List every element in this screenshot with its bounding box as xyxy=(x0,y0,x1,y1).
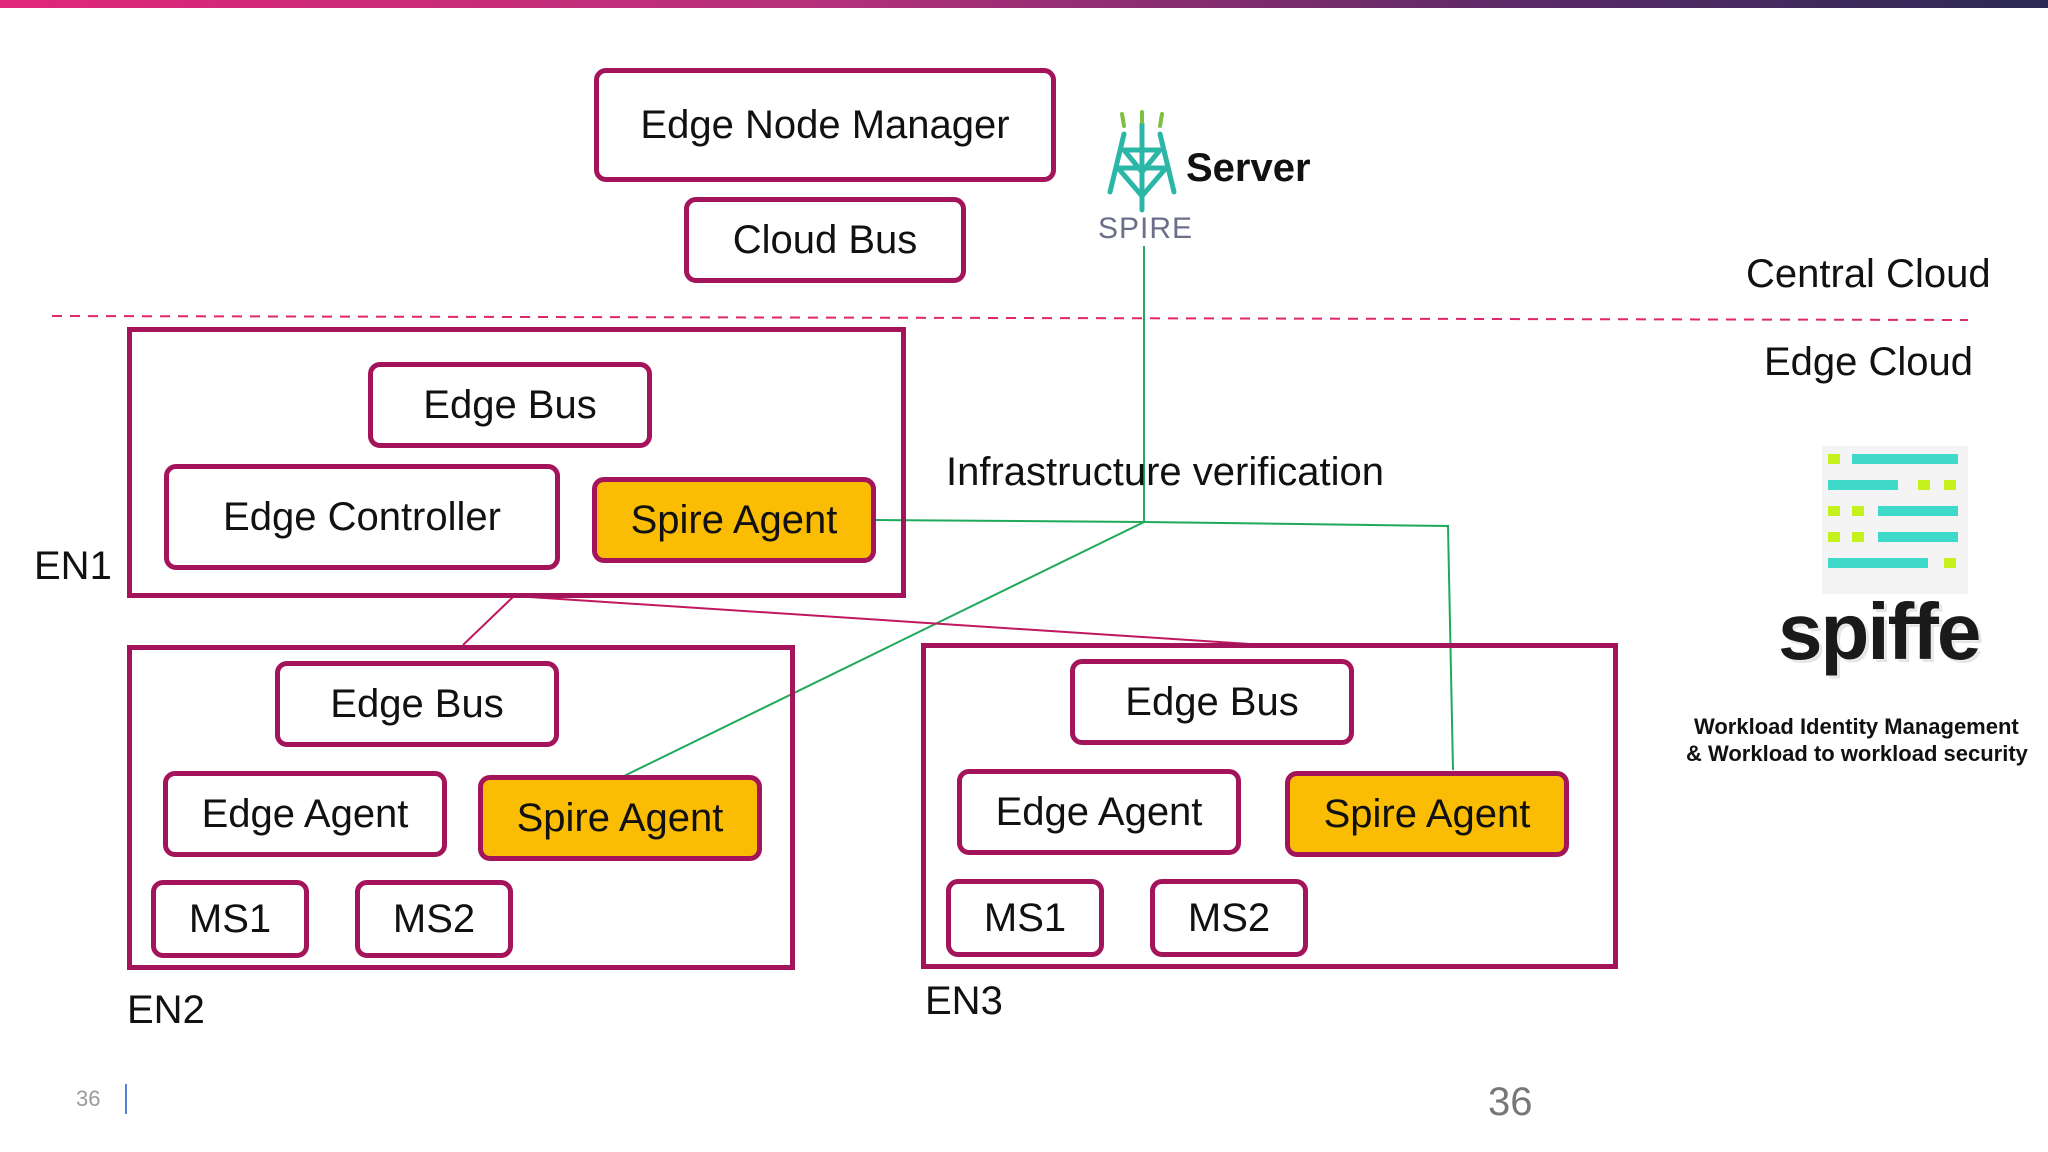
footer-divider xyxy=(125,1084,127,1114)
en2-edge-agent-box: Edge Agent xyxy=(163,771,447,857)
en3-edge-agent-box: Edge Agent xyxy=(957,769,1241,855)
spiffe-caption-line1: Workload Identity Management xyxy=(1694,714,2019,739)
edge-cloud-label: Edge Cloud xyxy=(1764,340,1974,384)
en3-spire-agent-box: Spire Agent xyxy=(1285,771,1569,857)
edge-node-manager-box: Edge Node Manager xyxy=(594,68,1056,182)
spire-tower-icon xyxy=(1107,110,1177,213)
en2-frame xyxy=(127,645,795,970)
en2-edge-bus-box: Edge Bus xyxy=(275,661,559,747)
slide-page-number: 36 xyxy=(1488,1080,1533,1124)
en1-edge-bus-box: Edge Bus xyxy=(368,362,652,448)
en3-label: EN3 xyxy=(925,979,1003,1023)
en1-en2-link xyxy=(462,595,515,646)
en2-ms2-box: MS2 xyxy=(355,880,513,958)
top-accent-bar xyxy=(0,0,2048,8)
spiffe-caption-line2: & Workload to workload security xyxy=(1686,741,2028,766)
en3-frame xyxy=(921,643,1618,969)
en1-agent-link xyxy=(873,519,1454,771)
en1-label: EN1 xyxy=(34,544,112,588)
spire-logo-text: SPIRE xyxy=(1098,212,1194,245)
en2-ms1-box: MS1 xyxy=(151,880,309,958)
en3-ms2-box: MS2 xyxy=(1150,879,1308,957)
cloud-edge-divider xyxy=(51,315,1969,321)
en3-ms1-box: MS1 xyxy=(946,879,1104,957)
en2-label: EN2 xyxy=(127,988,205,1032)
en1-frame xyxy=(127,327,906,598)
en1-edge-controller-box: Edge Controller xyxy=(164,464,560,570)
en2-agent-link xyxy=(621,521,1145,778)
en1-spire-agent-box: Spire Agent xyxy=(592,477,876,563)
en3-edge-bus-box: Edge Bus xyxy=(1070,659,1354,745)
infrastructure-verification-label: Infrastructure verification xyxy=(946,450,1384,494)
spiffe-logo-text: spiffe xyxy=(1778,587,1981,676)
en1-en3-link xyxy=(513,595,1266,646)
en2-spire-agent-box: Spire Agent xyxy=(478,775,762,861)
central-cloud-label: Central Cloud xyxy=(1746,252,1991,296)
spiffe-logo-icon xyxy=(1822,446,1968,594)
cloud-bus-box: Cloud Bus xyxy=(684,197,966,283)
spire-server-label: Server xyxy=(1186,146,1311,190)
footer-page-number: 36 xyxy=(76,1086,101,1111)
